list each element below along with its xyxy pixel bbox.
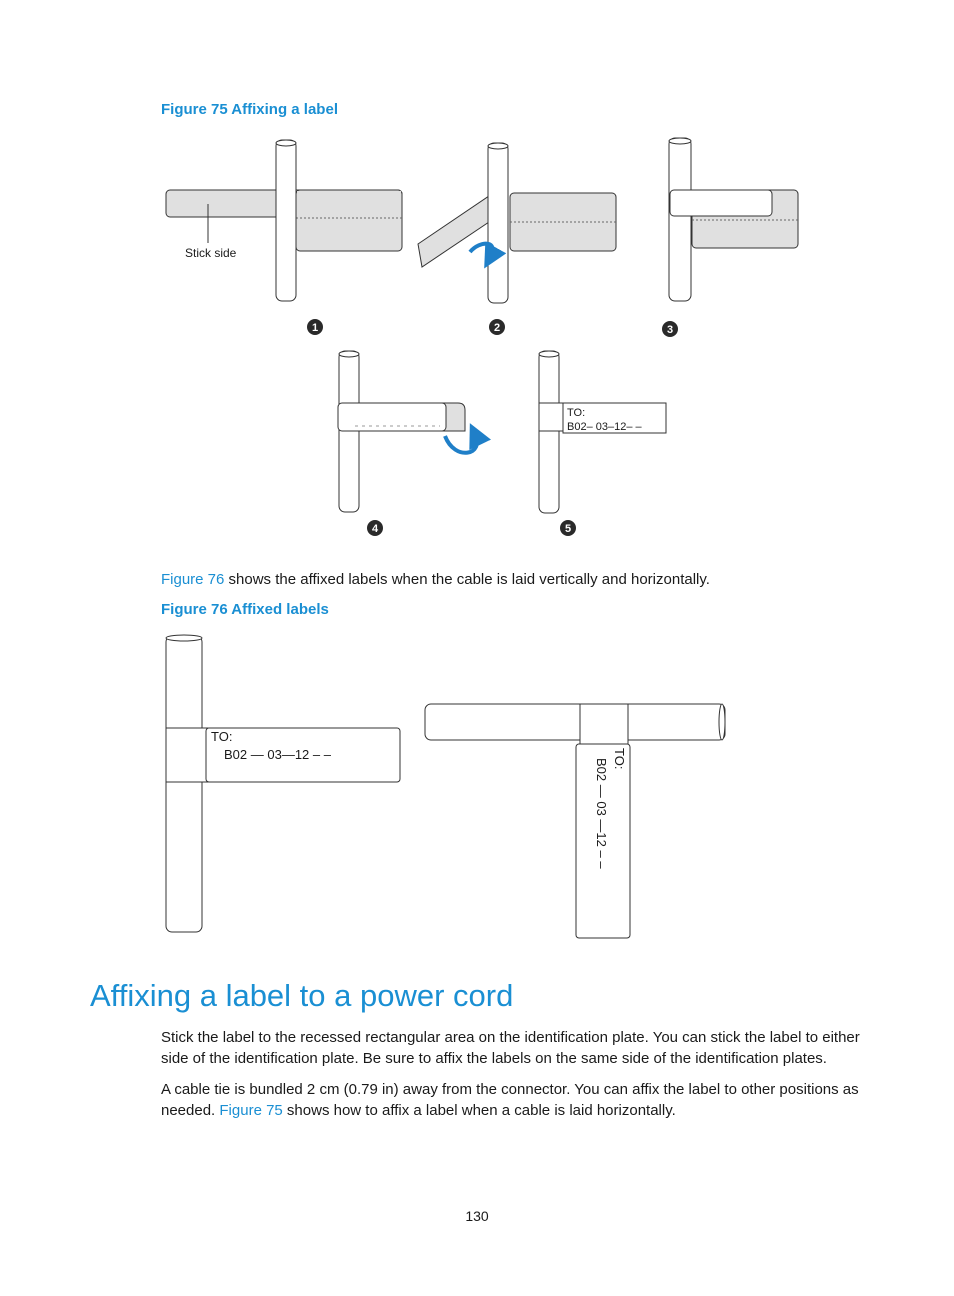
vertical-label-line-2: B02 — 03—12 – – bbox=[224, 747, 332, 762]
step-badge-2 bbox=[489, 319, 505, 335]
figure-76-illustration: TO: B02 — 03—12 – – TO: B02 — 03 —12 – – bbox=[165, 634, 726, 939]
figure-75-link[interactable]: Figure 75 bbox=[219, 1102, 283, 1119]
page-number: 130 bbox=[465, 1208, 489, 1224]
step-badge-1 bbox=[307, 319, 323, 335]
paragraph-2: A cable tie is bundled 2 cm (0.79 in) aw… bbox=[161, 1079, 876, 1121]
horizontal-label-line-2: B02 — 03 —12 – – bbox=[594, 758, 609, 869]
intro-paragraph: Figure 76 shows the affixed labels when … bbox=[161, 569, 876, 590]
step-number-2: 2 bbox=[494, 322, 500, 334]
figure-75-illustration: Stick side 1 2 3 4 bbox=[165, 137, 799, 536]
figure-76-link[interactable]: Figure 76 bbox=[161, 571, 225, 588]
step-number-1: 1 bbox=[312, 322, 318, 334]
intro-text: shows the affixed labels when the cable … bbox=[224, 571, 710, 588]
horizontal-label-line-1: TO: bbox=[612, 748, 627, 769]
step-5-label-line-1: TO: bbox=[567, 407, 585, 419]
step-number-5: 5 bbox=[565, 523, 571, 535]
step-badge-4 bbox=[367, 520, 383, 536]
figure-76-caption: Figure 76 Affixed labels bbox=[161, 601, 329, 618]
paragraph-2-text-before: A cable tie is bundled 2 cm (0.79 in) aw… bbox=[161, 1081, 859, 1119]
section-heading: Affixing a label to a power cord bbox=[90, 978, 514, 1013]
paragraph-1: Stick the label to the recessed rectangu… bbox=[161, 1029, 860, 1067]
step-number-4: 4 bbox=[372, 523, 379, 535]
step-4-diagram: 4 bbox=[337, 350, 491, 536]
step-5-diagram: TO: B02– 03–12– – 5 bbox=[538, 350, 667, 536]
step-number-3: 3 bbox=[667, 324, 673, 336]
stick-side-label: Stick side bbox=[185, 246, 237, 260]
figure-75-caption: Figure 75 Affixing a label bbox=[161, 101, 338, 118]
vertical-label-line-1: TO: bbox=[211, 729, 232, 744]
step-1-diagram: Stick side 1 bbox=[165, 139, 403, 335]
step-3-diagram: 3 bbox=[662, 137, 799, 337]
vertical-cable-diagram: TO: B02 — 03—12 – – bbox=[165, 634, 401, 933]
step-badge-5 bbox=[560, 520, 576, 536]
horizontal-cable-diagram: TO: B02 — 03 —12 – – bbox=[424, 703, 726, 939]
step-5-label-line-2: B02– 03–12– – bbox=[567, 421, 643, 433]
step-badge-3 bbox=[662, 321, 678, 337]
step-2-diagram: 2 bbox=[417, 142, 617, 335]
paragraph-2-text-after: shows how to affix a label when a cable … bbox=[282, 1102, 676, 1119]
